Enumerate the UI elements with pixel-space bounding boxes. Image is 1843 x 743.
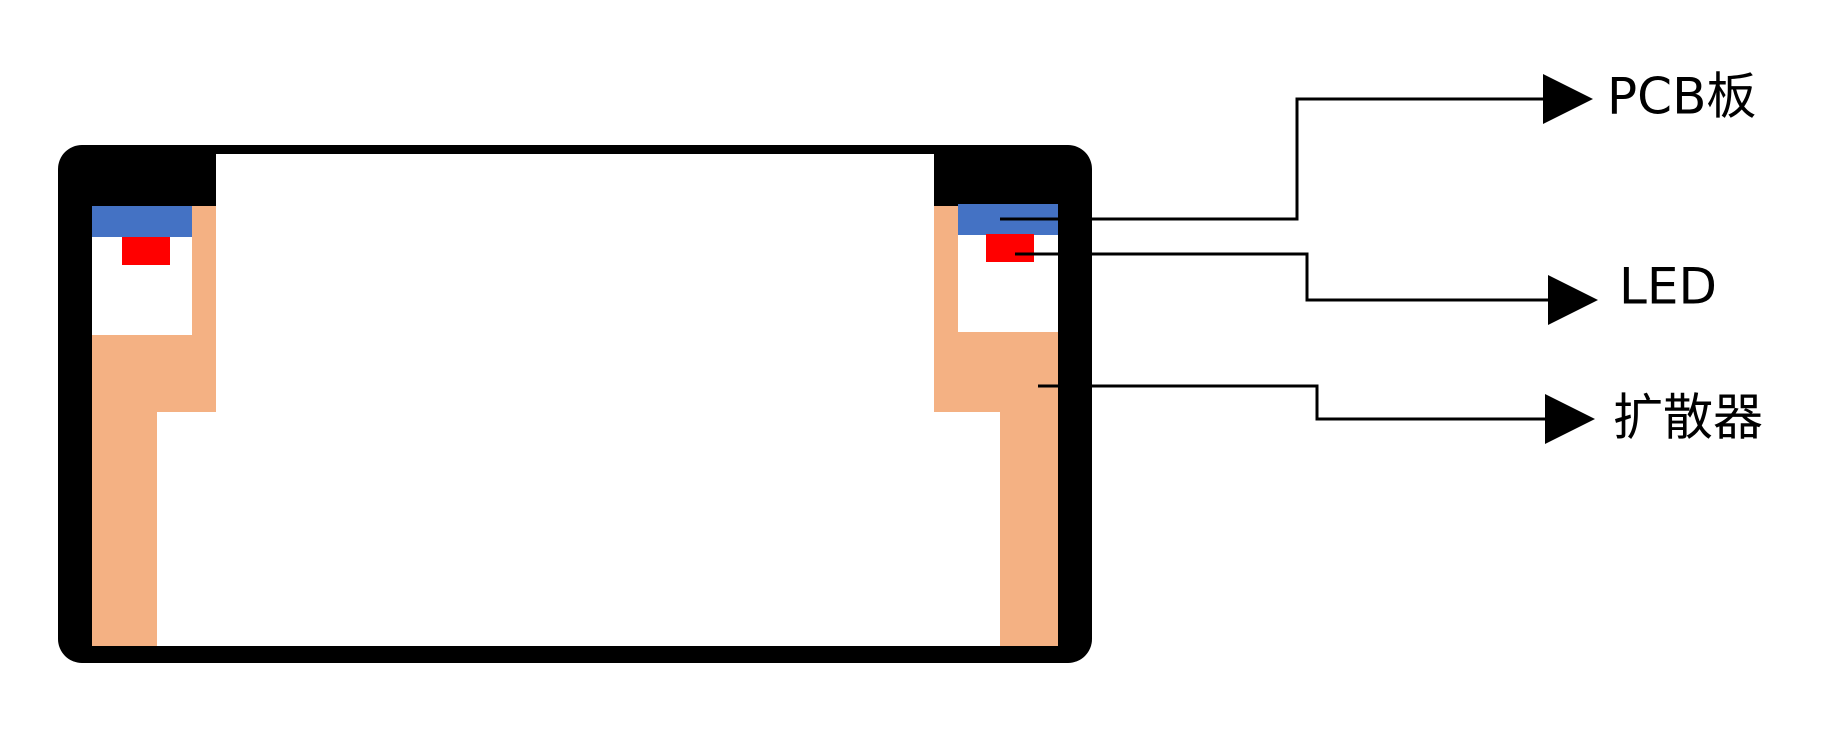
leader-led-line bbox=[1015, 252, 1550, 302]
leader-pcb-line bbox=[1000, 97, 1545, 221]
label-led: LED bbox=[1619, 258, 1717, 316]
diffuser-right-lower bbox=[1000, 412, 1058, 646]
pcb-left bbox=[92, 206, 192, 237]
leader-led-arrowhead bbox=[1548, 275, 1598, 325]
led-right bbox=[986, 234, 1034, 262]
diffuser-left bbox=[92, 206, 216, 646]
leader-led bbox=[1015, 252, 1598, 325]
label-diffuser: 扩散器 bbox=[1613, 389, 1763, 447]
leader-pcb-arrowhead bbox=[1543, 74, 1593, 124]
diffuser-right bbox=[934, 204, 1058, 646]
leader-diffuser-line bbox=[1038, 384, 1547, 421]
label-pcb: PCB板 bbox=[1607, 68, 1756, 126]
leader-pcb bbox=[1000, 74, 1593, 221]
leader-diffuser-arrowhead bbox=[1545, 394, 1595, 444]
housing bbox=[58, 145, 1092, 663]
housing-left-top-block bbox=[92, 154, 216, 206]
housing-right-top-block bbox=[934, 154, 1058, 206]
led-left bbox=[122, 237, 170, 265]
diffuser-left-lower bbox=[92, 412, 157, 646]
leader-diffuser bbox=[1038, 384, 1595, 444]
housing-inner-cavity bbox=[92, 154, 1058, 646]
